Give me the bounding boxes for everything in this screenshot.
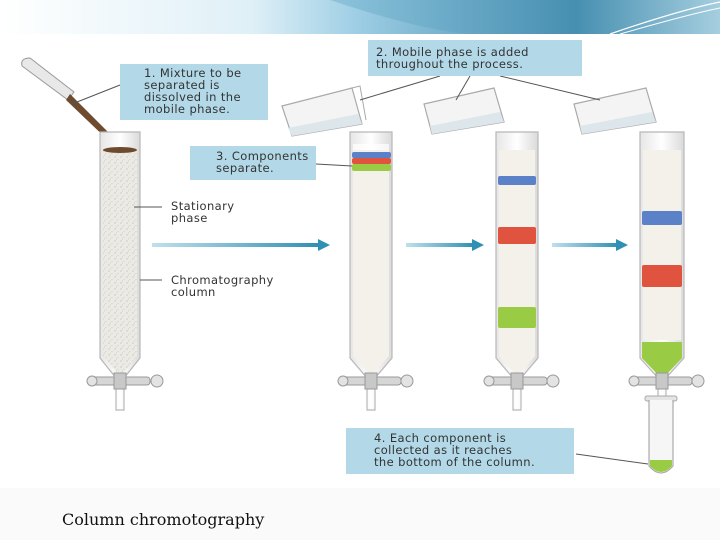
header-band xyxy=(0,0,720,35)
step3-callout: 3. Components separate. xyxy=(190,146,316,180)
process-arrow-1 xyxy=(152,239,330,251)
band-red-1 xyxy=(352,158,391,164)
band-blue-1 xyxy=(352,152,391,158)
chromatography-column-1 xyxy=(86,131,164,411)
beaker-icon-1 xyxy=(281,85,367,137)
stopcock-icon xyxy=(628,372,705,390)
band-green-2 xyxy=(498,307,536,328)
band-red-2 xyxy=(498,227,536,244)
step3-leader-line xyxy=(315,163,353,167)
step2-leader-line-c xyxy=(499,75,601,101)
process-arrow-3 xyxy=(552,239,628,251)
chromatography-column-3 xyxy=(483,131,560,411)
band-green-1 xyxy=(352,164,391,171)
stationary-phase-label: Stationary phase xyxy=(171,199,235,225)
chromatography-column-label: Chromatography column xyxy=(171,273,274,299)
process-arrow-2 xyxy=(406,239,484,251)
footer-band xyxy=(0,488,720,540)
band-green-3 xyxy=(642,342,682,376)
stopcock-icon xyxy=(86,372,164,390)
band-red-3 xyxy=(642,265,682,287)
stopcock-icon xyxy=(483,372,560,390)
step2-leader-line-b xyxy=(455,75,471,101)
beaker-icon-2 xyxy=(423,87,505,135)
beaker-icon-3 xyxy=(573,87,657,135)
step1-leader-line xyxy=(71,84,121,105)
step4-leader-line xyxy=(575,453,649,465)
band-blue-3 xyxy=(642,211,682,225)
band-blue-2 xyxy=(498,176,536,185)
step2-callout: 2. Mobile phase is added throughout the … xyxy=(368,40,582,76)
step1-callout: 1. Mixture to be separated is dissolved … xyxy=(120,64,268,120)
chromatography-column-4 xyxy=(628,131,705,421)
test-tube-icon xyxy=(644,395,678,474)
stopcock-icon xyxy=(337,372,414,390)
step4-callout: 4. Each component is collected as it rea… xyxy=(346,428,574,474)
step2-leader-line-a xyxy=(359,75,441,101)
slide-caption: Column chromotography xyxy=(62,510,265,529)
chromatography-column-2 xyxy=(337,131,414,411)
